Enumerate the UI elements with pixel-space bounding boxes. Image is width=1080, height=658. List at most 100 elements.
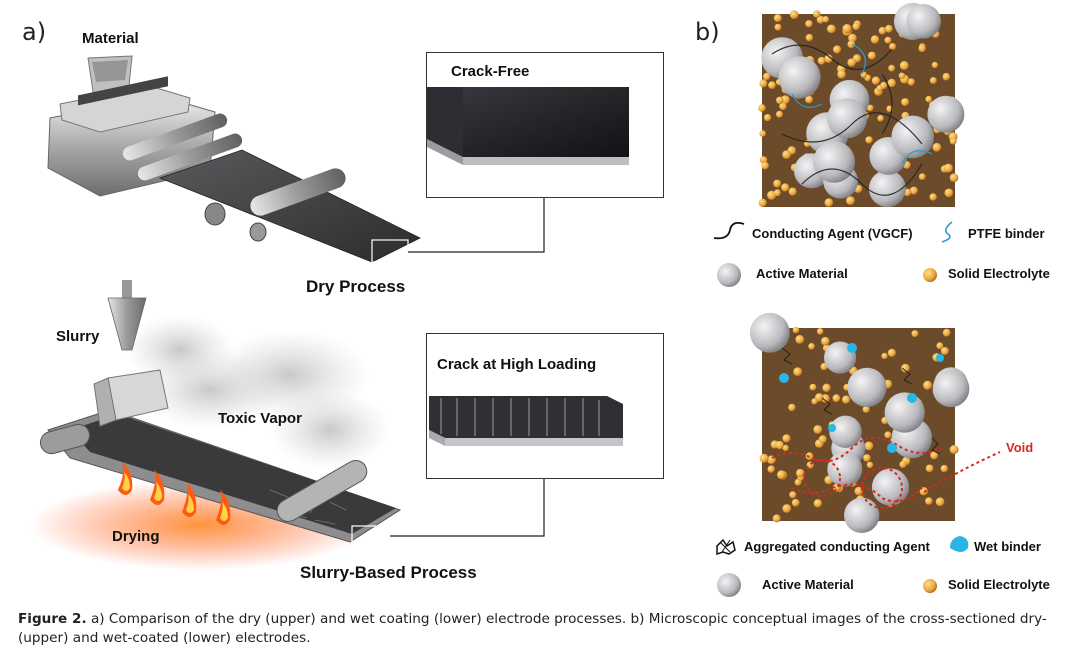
electrolyte-particle <box>889 43 897 50</box>
electrolyte-particle <box>776 110 783 118</box>
active-material-particle <box>891 115 934 159</box>
electrolyte-particle <box>899 61 909 70</box>
slurry-process-machine <box>30 280 545 570</box>
electrolyte-particle <box>813 425 823 434</box>
active-material-icon-lower <box>717 573 741 597</box>
conducting-agent-icon <box>713 221 745 240</box>
electrolyte-particle <box>796 468 805 478</box>
electrolyte-particle <box>909 186 918 195</box>
electrolyte-particle <box>847 40 856 49</box>
active-material-particle <box>927 95 965 133</box>
electrolyte-particle <box>805 95 813 104</box>
electrolyte-particle <box>898 72 906 79</box>
electrolyte-particle <box>773 179 782 188</box>
active-material-particle <box>813 141 855 183</box>
electrolyte-particle <box>901 98 910 107</box>
electrolyte-particle <box>772 514 781 523</box>
electrolyte-particle <box>768 81 776 90</box>
electrolyte-particle <box>866 104 874 112</box>
legend-wet-binder: Wet binder <box>974 539 1041 554</box>
active-material-particle <box>749 312 790 353</box>
electrolyte-particle <box>888 64 896 72</box>
legend-conducting-agent: Conducting Agent (VGCF) <box>752 226 913 241</box>
electrolyte-particle <box>887 348 896 357</box>
electrolyte-particle <box>870 35 880 44</box>
electrolyte-particle <box>818 435 827 444</box>
electrolyte-particle <box>925 95 932 103</box>
electrolyte-particle <box>942 72 951 81</box>
electrolyte-particle <box>822 383 831 392</box>
active-material-particle <box>827 451 863 487</box>
electrolyte-particle <box>925 497 933 505</box>
electrolyte-particle <box>907 78 915 86</box>
ptfe-binder-icon <box>941 221 953 243</box>
electrolyte-particle <box>899 460 907 468</box>
electrolyte-particle <box>949 173 959 182</box>
electrolyte-particle <box>788 187 797 196</box>
electrolyte-particle <box>782 150 791 160</box>
electrolyte-particle <box>940 464 948 473</box>
electrolyte-particle <box>822 16 830 23</box>
crack-high-loading-inset: Crack at High Loading <box>426 333 664 479</box>
electrolyte-particle <box>782 504 792 513</box>
electrolyte-particle <box>867 51 876 60</box>
electrolyte-particle <box>877 115 884 122</box>
dry-microstructure-image <box>758 2 965 208</box>
active-material-particle <box>847 367 887 407</box>
electrolyte-particle <box>911 330 919 338</box>
electrolyte-particle <box>866 461 874 469</box>
electrolyte-particle <box>864 441 874 451</box>
crack-high-loading-label: Crack at High Loading <box>437 356 597 373</box>
electrolyte-particle <box>761 161 769 170</box>
electrolyte-particle <box>884 36 892 44</box>
dry-process-label: Dry Process <box>306 277 406 296</box>
electrolyte-particle <box>805 20 813 28</box>
electrolyte-particle <box>816 328 824 335</box>
void-label: Void <box>1006 440 1034 455</box>
void-callout-line <box>923 451 1001 493</box>
electrolyte-particle <box>942 328 951 337</box>
electrolyte-particle <box>837 70 846 79</box>
electrolyte-particle <box>862 405 870 413</box>
electrolyte-particle <box>767 465 775 473</box>
caption-text: a) Comparison of the dry (upper) and wet… <box>18 611 1047 646</box>
dry-electrode-film <box>158 149 421 263</box>
figure-number: Figure 2. <box>18 611 87 627</box>
electrolyte-particle <box>824 198 834 207</box>
electrolyte-particle <box>774 23 782 31</box>
electrolyte-particle <box>788 403 796 412</box>
electrolyte-particle <box>878 26 887 35</box>
electrolyte-particle <box>759 130 766 137</box>
electrolyte-particle <box>805 33 814 42</box>
electrolyte-particle <box>932 142 942 152</box>
electrolyte-particle <box>846 196 855 206</box>
electrolyte-particle <box>776 96 784 105</box>
electrolyte-particle <box>789 491 797 499</box>
electrolyte-particle <box>925 464 934 473</box>
electrolyte-particle <box>842 395 851 404</box>
electrolyte-particle <box>827 24 836 34</box>
cracked-electrode <box>429 396 623 446</box>
electrolyte-particle <box>780 95 790 105</box>
wet-binder-icon <box>950 536 969 552</box>
legend-ptfe-binder: PTFE binder <box>968 226 1045 241</box>
active-material-particle <box>868 170 906 208</box>
active-material-particle <box>932 370 970 408</box>
electrolyte-particle <box>775 440 784 450</box>
electrolyte-particle <box>758 104 766 112</box>
panel-b-label: b) <box>695 18 720 46</box>
electrolyte-particle <box>865 136 873 144</box>
toxic-vapor-label: Toxic Vapor <box>218 410 302 427</box>
crack-free-inset: Crack-Free <box>426 52 664 198</box>
electrolyte-particle <box>901 363 910 373</box>
electrolyte-particle <box>885 24 893 33</box>
electrolyte-particle <box>863 454 871 462</box>
electrolyte-particle <box>793 367 803 377</box>
electrolyte-particle <box>860 71 867 78</box>
electrolyte-particle <box>854 486 863 496</box>
electrolyte-particle <box>833 45 842 54</box>
electrolyte-particle <box>884 431 892 439</box>
electrolyte-particle <box>842 24 852 34</box>
electrolyte-particle <box>763 72 771 81</box>
electrolyte-particle <box>792 326 800 334</box>
